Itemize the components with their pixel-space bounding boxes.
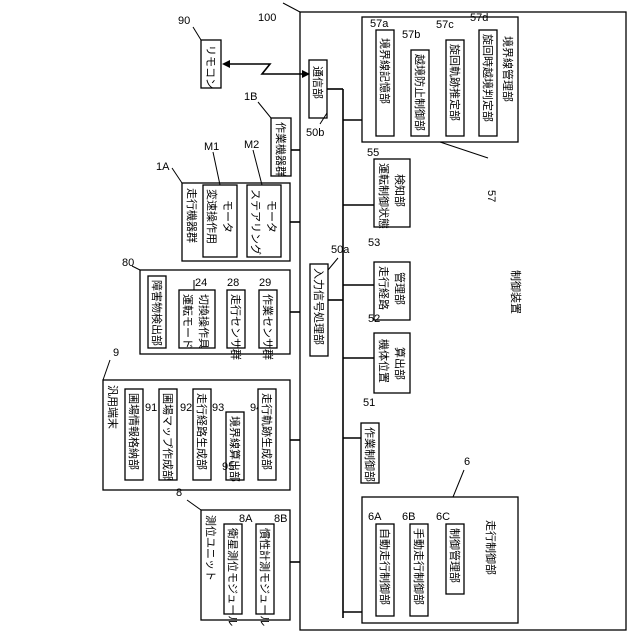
label-soko_keiro_kanri2: 管理部: [393, 272, 407, 305]
ref-r6: 6: [464, 456, 470, 468]
boundary-management-label: 境界線管理部: [501, 36, 515, 102]
control-device-label: 制御装置: [509, 270, 523, 314]
label-hojo_joho: 圃場情報格納部: [127, 393, 141, 470]
label-kansei: 慣性計測モジュール: [258, 528, 272, 626]
ref-rM2: M2: [244, 139, 259, 151]
label-steering: ステアリング: [249, 189, 263, 255]
label-shogai: 障害物検出部: [150, 280, 164, 346]
label-kirikae: 切換操作具: [197, 294, 211, 349]
ref-r92: 92: [180, 402, 192, 414]
ref-r6B: 6B: [402, 511, 415, 523]
label-soko_keiro_gen: 走行経路生成部: [195, 393, 209, 470]
ref-r52: 52: [368, 313, 380, 325]
label-kenchi: 検知部: [393, 174, 407, 207]
ref-r80: 80: [122, 257, 134, 269]
ref-r91: 91: [145, 402, 157, 414]
label-senkai_hantei: 旋回時越境判定部: [481, 34, 495, 122]
label-shudo: 手動走行制御部: [412, 528, 426, 605]
ref-r50b: 50b: [306, 127, 324, 139]
ref-r95: 95: [222, 461, 234, 473]
label-senkai_suitei: 旋回軌跡推定部: [448, 44, 462, 121]
ref-r51: 51: [363, 397, 375, 409]
label-sagyo_seigyo: 作業制御部: [363, 427, 377, 482]
ref-r57a: 57a: [370, 18, 389, 30]
label-kyokai_memory: 境界線記憶部: [378, 38, 392, 104]
label-ekkyo_boshi: 越境防止制御部: [413, 54, 427, 131]
ref-r8A: 8A: [239, 513, 253, 525]
label-soko_kiki: 走行機器群: [185, 188, 199, 243]
label-motor1: モータ: [221, 200, 234, 233]
label-hojo_map: 圃場マップ作成部: [161, 393, 175, 481]
label-nyuryoku: 入力信号処理部: [312, 268, 326, 345]
ref-r8: 8: [176, 487, 182, 499]
ref-r53: 53: [368, 237, 380, 249]
ref-57: 57: [485, 190, 497, 202]
ref-r57c: 57c: [436, 19, 454, 31]
label-soko_kiseki_gen: 走行軌跡生成部: [260, 393, 274, 470]
ref-100: 100: [258, 12, 276, 24]
ref-r50a: 50a: [331, 244, 350, 256]
label-hanyo: 汎用端末: [106, 385, 120, 429]
ref-r55: 55: [367, 147, 379, 159]
ref-r1B: 1B: [244, 91, 257, 103]
label-unten_seigyo: 運転制御状態: [377, 163, 391, 229]
label-remocon: リモコン: [204, 45, 217, 89]
ref-r93: 93: [212, 402, 224, 414]
wireless-link: [226, 64, 306, 74]
label-eisei: 衛星測位モジュール: [226, 528, 240, 626]
ref-r57d: 57d: [470, 12, 488, 24]
ref-r57b: 57b: [402, 29, 420, 41]
ref-r1A: 1A: [156, 161, 170, 173]
label-hensoku: 変速操作用: [205, 189, 219, 244]
ref-r29: 29: [259, 277, 271, 289]
label-unten_mode: 運転モード: [181, 294, 194, 349]
label-sokui_unit: 測位ユニット: [204, 515, 218, 581]
ref-r6C: 6C: [436, 511, 450, 523]
ref-r6A: 6A: [368, 511, 382, 523]
label-soko_sensor: 走行センサ群: [229, 294, 243, 360]
ref-rM1: M1: [204, 141, 219, 153]
ref-r28: 28: [227, 277, 239, 289]
label-tsushin: 通信部: [311, 66, 325, 99]
label-sagyo_sensor: 作業センサ群: [261, 294, 275, 360]
label-kitai_ichi1: 機体位置: [377, 339, 391, 383]
label-soko_keiro_kanri1: 走行経路: [377, 266, 390, 310]
ref-r24: 24: [195, 277, 207, 289]
ref-r9: 9: [113, 347, 119, 359]
label-kitai_ichi2: 算出部: [393, 347, 407, 380]
label-motor2: モータ: [265, 200, 278, 233]
ref-r90: 90: [178, 15, 190, 27]
label-seigyo_kanri: 制御管理部: [448, 528, 462, 583]
label-sagyo_kiki: 作業機器群: [274, 122, 288, 177]
ref-r8B: 8B: [274, 513, 287, 525]
label-soko_seigyo: 走行制御部: [484, 520, 498, 575]
label-jido: 自動走行制御部: [378, 528, 392, 605]
